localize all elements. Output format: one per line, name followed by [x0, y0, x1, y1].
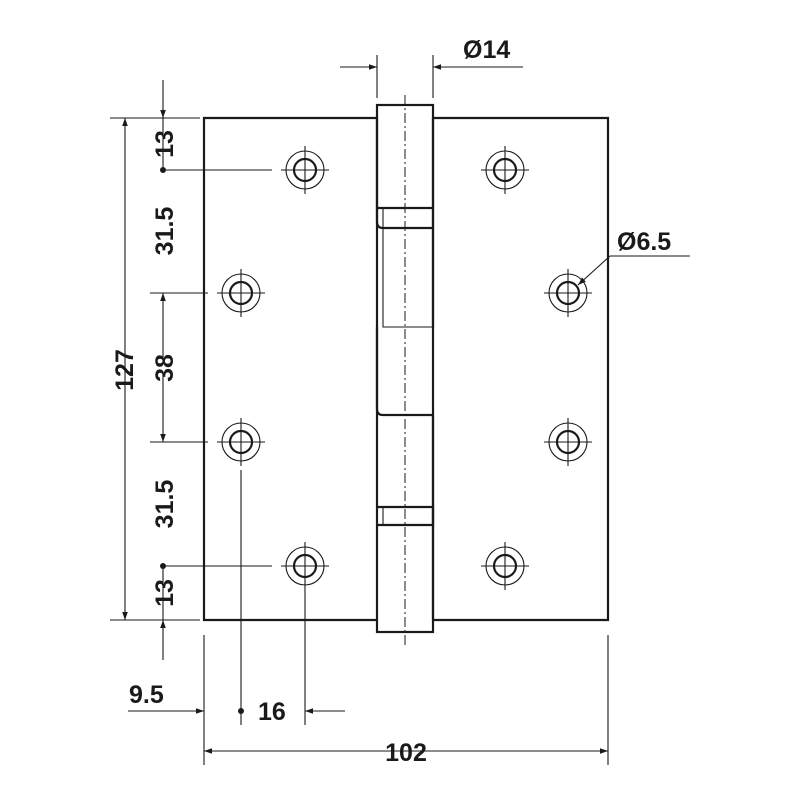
- pin-diameter-label: Ø14: [463, 36, 510, 64]
- screw-hole: [217, 269, 265, 317]
- screw-hole: [281, 146, 329, 194]
- width-dimensions: 9.5 16 102: [128, 470, 609, 767]
- hole-diameter-dimension: Ø6.5: [577, 228, 690, 286]
- middle-spacing-label: 38: [151, 354, 179, 382]
- screw-hole: [281, 542, 329, 590]
- bottom-offset-label: 13: [151, 579, 179, 607]
- hole-offset-label: 16: [258, 698, 286, 726]
- left-leaf: [202, 116, 377, 622]
- hole-spacing-dimensions: 13 31.5 38 31.5 13: [150, 80, 272, 660]
- screw-hole: [481, 542, 529, 590]
- screw-holes: [217, 146, 592, 590]
- top-offset-label: 13: [151, 130, 179, 158]
- hole-diameter-label: Ø6.5: [617, 228, 671, 256]
- lower-spacing-label: 31.5: [151, 480, 179, 529]
- pin-diameter-dimension: Ø14: [340, 36, 523, 98]
- height-dimension: 127: [110, 117, 200, 621]
- upper-spacing-label: 31.5: [151, 207, 179, 256]
- screw-hole: [544, 269, 592, 317]
- right-leaf: [433, 116, 610, 622]
- hinge-knuckle: [375, 95, 435, 645]
- total-width-label: 102: [385, 739, 427, 767]
- edge-offset-label: 9.5: [129, 681, 164, 709]
- screw-hole: [481, 146, 529, 194]
- total-height-label: 127: [111, 349, 139, 391]
- screw-hole: [217, 418, 265, 466]
- screw-hole: [544, 418, 592, 466]
